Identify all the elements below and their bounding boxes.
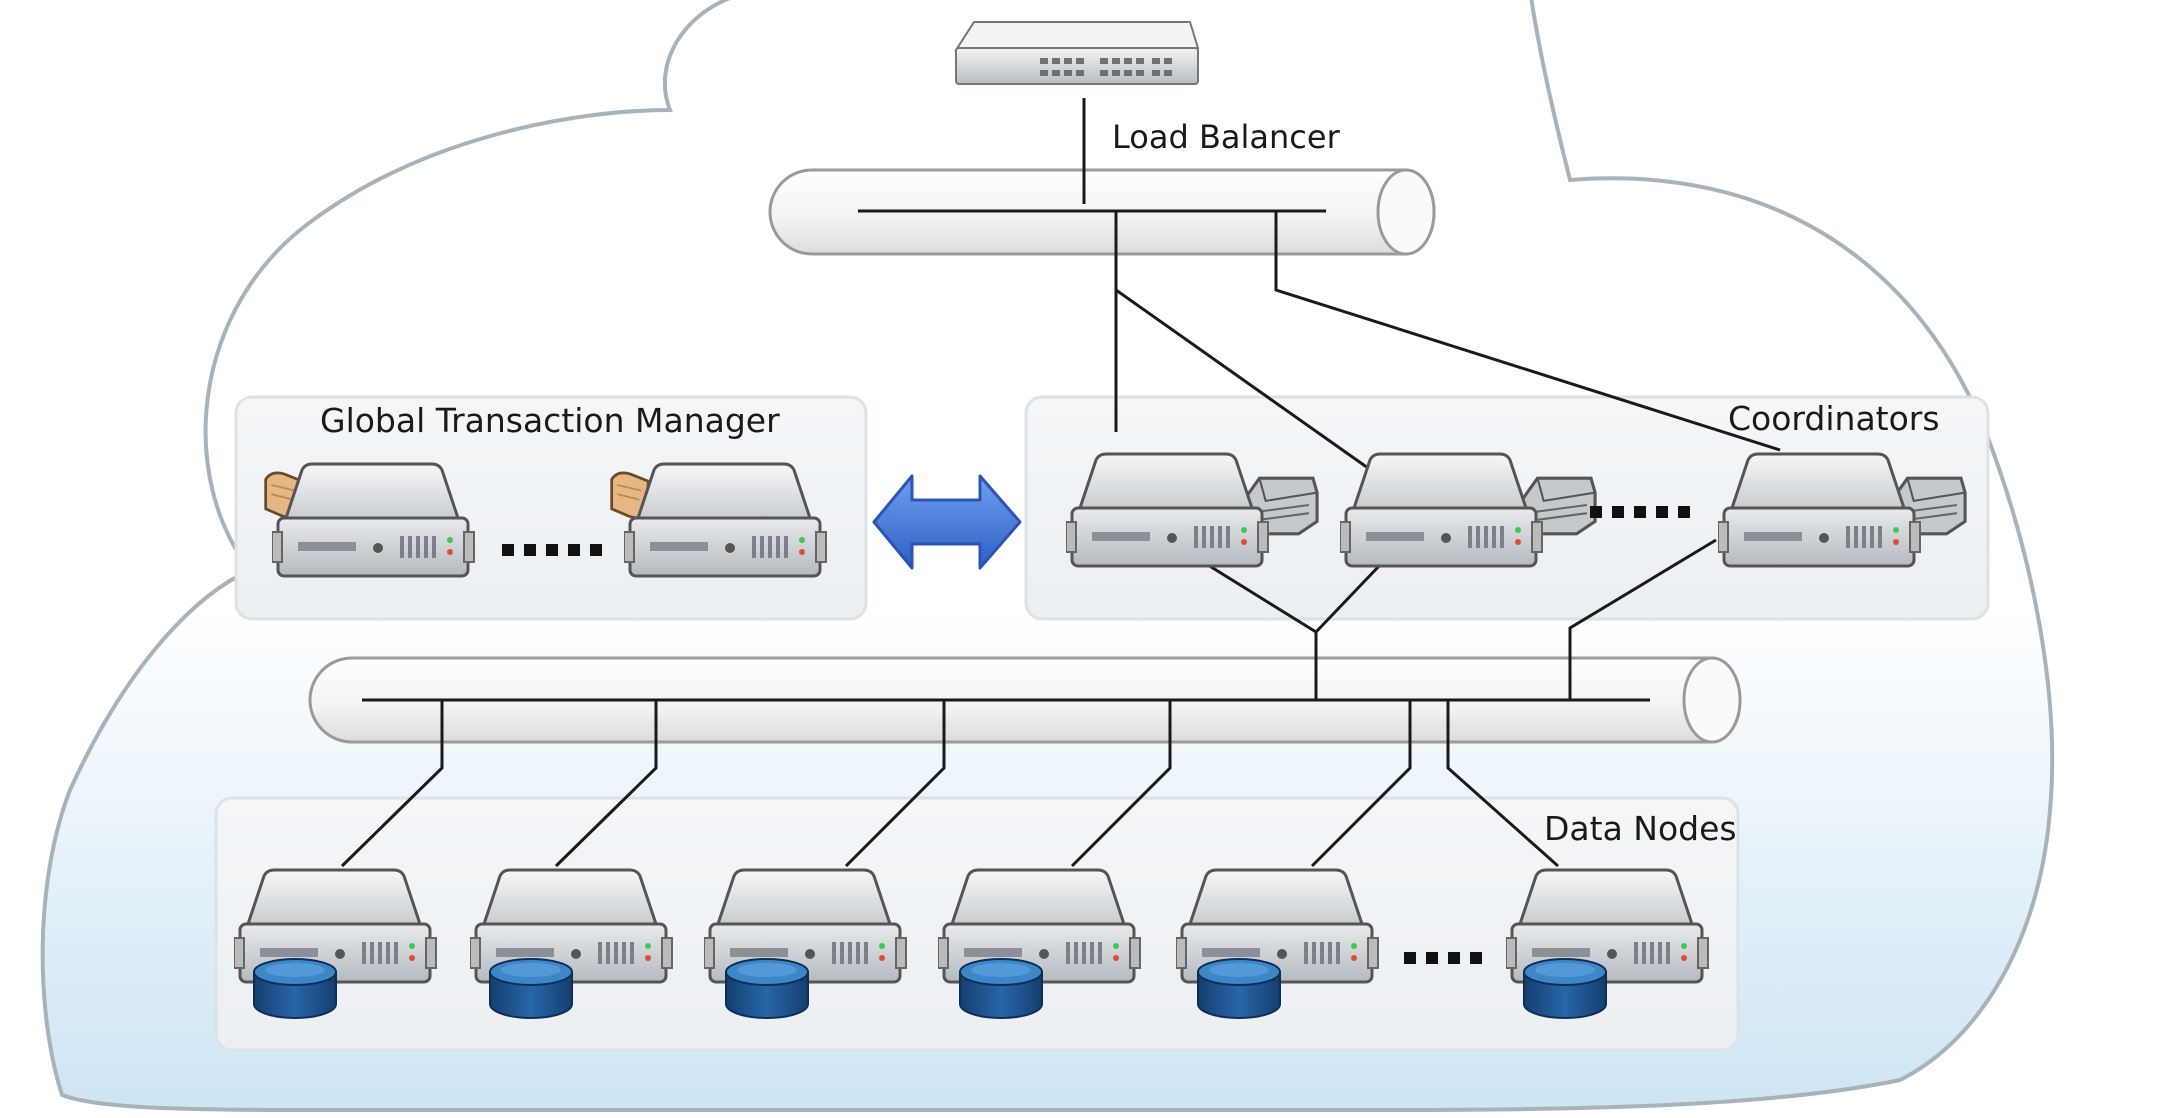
database-icon	[1197, 958, 1281, 1019]
coordinator-ellipsis	[1590, 506, 1690, 518]
bidirectional-arrow-icon	[872, 474, 1022, 570]
gtm-label: Global Transaction Manager	[320, 401, 780, 440]
database-icon	[959, 958, 1043, 1019]
load-balancer-label: Load Balancer	[1112, 118, 1341, 156]
database-icon	[1523, 958, 1607, 1019]
database-icon	[253, 958, 337, 1019]
database-icon	[725, 958, 809, 1019]
server-icon	[624, 462, 828, 578]
data-node-ellipsis	[1404, 952, 1482, 964]
server-icon	[1718, 452, 1922, 568]
connection-wires	[340, 98, 1781, 868]
coordinators-label: Coordinators	[1728, 399, 1940, 438]
gtm-server-2	[610, 462, 828, 578]
gtm-ellipsis	[502, 544, 602, 556]
server-icon	[272, 462, 476, 578]
gtm-server-1	[264, 462, 476, 578]
data-nodes-label: Data Nodes	[1544, 809, 1737, 848]
database-icon	[489, 958, 573, 1019]
network-switch-icon	[954, 21, 1200, 85]
server-icon	[1066, 452, 1270, 568]
server-icon	[1340, 452, 1544, 568]
